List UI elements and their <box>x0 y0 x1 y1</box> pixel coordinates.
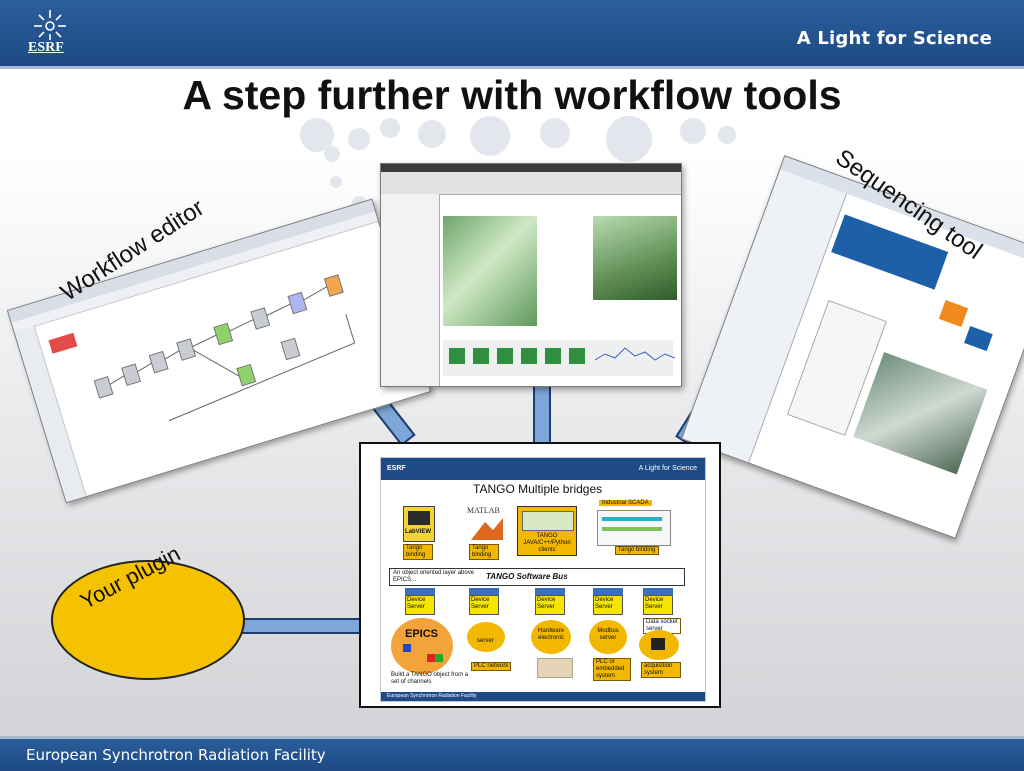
hardware-board-icon <box>537 658 573 678</box>
matlab-tango-binding: Tango binding <box>469 544 499 560</box>
tango-clients-card: TANGO JAVA/C++/Python clients <box>517 506 577 556</box>
tango-slide-tagline: A Light for Science <box>638 465 697 472</box>
your-plugin-ellipse <box>51 560 245 680</box>
plc-server-circle: server <box>467 622 505 652</box>
industrial-scada-label: Industrial SCADA <box>599 500 652 506</box>
connector-middle <box>533 384 551 450</box>
labview-logo: LabVIEW <box>403 506 435 542</box>
scada-tango-binding: Tango binding <box>615 546 659 555</box>
modbus-circle: Modbus server <box>589 620 627 654</box>
header-bar: ESRF A Light for Science <box>0 0 1024 69</box>
labview-tango-binding: Tango binding <box>403 544 433 560</box>
tango-slide-footer: European Synchrotron Radiation Facility <box>381 692 705 701</box>
plc-embedded-tag: PLC or embedded system <box>593 658 631 681</box>
footer-bar: European Synchrotron Radiation Facility <box>0 736 1024 771</box>
tango-slide-header: ESRF A Light for Science <box>381 458 705 480</box>
device-server-3: Device Server <box>535 595 565 615</box>
tango-slide-title: TANGO Multiple bridges <box>473 482 603 496</box>
slide-title: A step further with workflow tools <box>182 72 842 118</box>
device-server-1: Device Server <box>405 595 435 615</box>
tango-slide: ESRF A Light for Science TANGO Multiple … <box>380 457 706 702</box>
esrf-logo-icon <box>34 10 66 40</box>
data-socket-circle <box>639 630 679 660</box>
footer-text: European Synchrotron Radiation Facility <box>26 746 326 764</box>
device-server-2: Device Server <box>469 595 499 615</box>
hardware-circle: Hardware electronic <box>531 620 571 654</box>
workflow-graph <box>93 274 356 422</box>
scada-screen <box>597 510 671 546</box>
image-analysis-screenshot <box>380 163 682 387</box>
connector-plugin <box>238 618 366 634</box>
acquisition-tag: acquisition system <box>641 662 681 678</box>
workflow-editor-screenshot <box>6 198 432 504</box>
tango-bridges-panel: ESRF A Light for Science TANGO Multiple … <box>359 442 721 708</box>
software-bus: An object oriented layer above EPICS... … <box>389 568 685 586</box>
plc-network-tag: PLC network <box>471 662 512 671</box>
header-tagline: A Light for Science <box>796 28 992 49</box>
matlab-logo: MATLAB <box>467 506 507 542</box>
tango-slide-logo: ESRF <box>387 465 406 472</box>
device-server-5: Device Server <box>643 595 673 615</box>
epics-circle: EPICS <box>391 618 453 674</box>
device-server-4: Device Server <box>593 595 623 615</box>
logo-text: ESRF <box>28 40 64 55</box>
profile-plot <box>595 347 675 361</box>
epics-note: Build a TANGO object from a set of chann… <box>391 672 469 685</box>
